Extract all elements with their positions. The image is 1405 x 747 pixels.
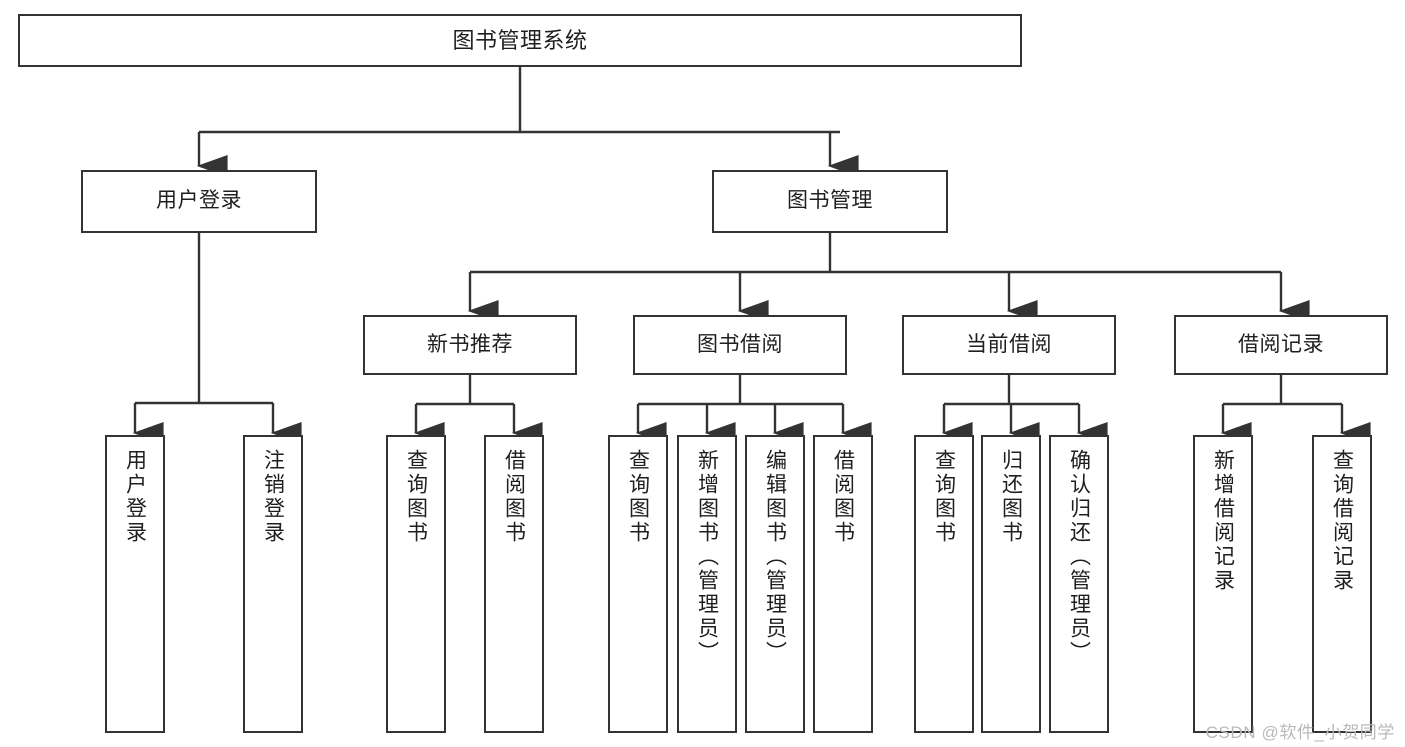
node-label: 查询图书	[932, 449, 956, 545]
node-label: 新书推荐	[427, 332, 513, 356]
node-label: 查询借阅记录	[1330, 449, 1354, 593]
node-label: 借阅记录	[1238, 332, 1324, 356]
node-book-management[interactable]: 图书管理	[712, 170, 948, 233]
node-label: 用户登录	[123, 449, 147, 545]
leaf-query-borrow-record[interactable]: 查询借阅记录	[1312, 435, 1372, 733]
node-label: 查询图书	[404, 449, 428, 545]
leaf-return-book[interactable]: 归还图书	[981, 435, 1041, 733]
leaf-query-book-borrow[interactable]: 查询图书	[608, 435, 668, 733]
leaf-borrow-book-recommend[interactable]: 借阅图书	[484, 435, 544, 733]
node-borrow-record[interactable]: 借阅记录	[1174, 315, 1388, 375]
node-root-book-management-system[interactable]: 图书管理系统	[18, 14, 1022, 67]
leaf-confirm-return-admin[interactable]: 确认归还（管理员）	[1049, 435, 1109, 733]
leaf-user-login[interactable]: 用户登录	[105, 435, 165, 733]
node-label: 确认归还（管理员）	[1067, 449, 1091, 665]
leaf-query-book-current[interactable]: 查询图书	[914, 435, 974, 733]
node-label: 图书管理	[787, 189, 873, 213]
leaf-borrow-book[interactable]: 借阅图书	[813, 435, 873, 733]
csdn-watermark: CSDN @软件_小贺同学	[1205, 723, 1395, 742]
node-label: 借阅图书	[502, 449, 526, 545]
node-label: 新增图书（管理员）	[695, 449, 719, 665]
node-new-book-recommend[interactable]: 新书推荐	[363, 315, 577, 375]
node-label: 新增借阅记录	[1211, 449, 1235, 593]
node-label: 查询图书	[626, 449, 650, 545]
leaf-add-borrow-record[interactable]: 新增借阅记录	[1193, 435, 1253, 733]
leaf-query-book-recommend[interactable]: 查询图书	[386, 435, 446, 733]
node-label: 当前借阅	[966, 332, 1052, 356]
node-book-borrow[interactable]: 图书借阅	[633, 315, 847, 375]
leaf-logout[interactable]: 注销登录	[243, 435, 303, 733]
node-label: 借阅图书	[831, 449, 855, 545]
node-current-borrow[interactable]: 当前借阅	[902, 315, 1116, 375]
leaf-edit-book-admin[interactable]: 编辑图书（管理员）	[745, 435, 805, 733]
node-label: 图书管理系统	[452, 27, 588, 53]
node-label: 图书借阅	[697, 332, 783, 356]
node-label: 编辑图书（管理员）	[763, 449, 787, 665]
leaf-add-book-admin[interactable]: 新增图书（管理员）	[677, 435, 737, 733]
node-label: 归还图书	[999, 449, 1023, 545]
node-user-login[interactable]: 用户登录	[81, 170, 317, 233]
node-label: 用户登录	[156, 189, 242, 213]
node-label: 注销登录	[261, 449, 285, 545]
